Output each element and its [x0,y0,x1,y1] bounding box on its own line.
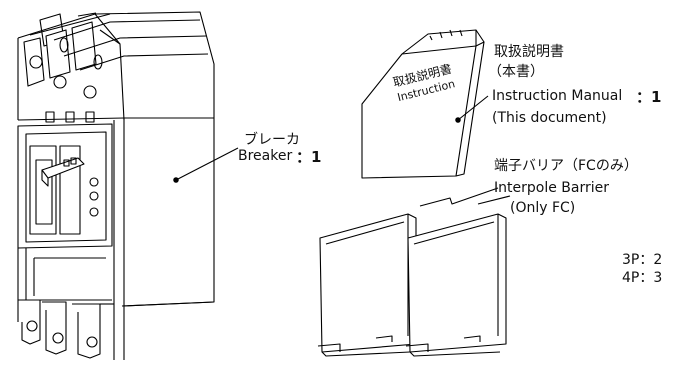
barrier-label-en-note: (Only FC) [510,200,576,216]
barrier-label-jp: 端子バリア（FCのみ） [494,158,638,174]
barrier-quantity-3p: 3P：2 [622,252,663,268]
manual-label-jp: 取扱説明書 [494,44,564,60]
manual-booklet-drawing [361,29,489,179]
breaker-drawing [17,11,239,360]
breaker-quantity: ：1 [296,148,322,166]
breaker-label-en: Breaker [238,148,293,164]
manual-label-en-note: (This document) [492,110,607,126]
breaker-label-jp: ブレーカ [244,132,300,148]
barrier-quantity-4p: 4P：3 [622,270,663,286]
manual-label-jp-note: （本書） [488,64,544,80]
manual-label-en: Instruction Manual [492,88,623,104]
barrier-label-en: Interpole Barrier [494,180,609,196]
interpole-barrier-drawing [317,187,511,357]
manual-quantity: ：1 [636,88,662,106]
